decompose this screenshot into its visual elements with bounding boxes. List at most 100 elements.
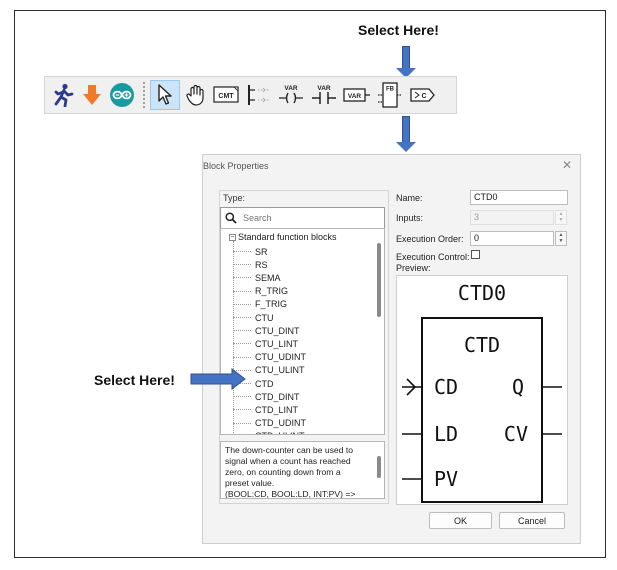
tree-item-ctd[interactable]: CTD [233, 377, 274, 390]
tree-item-label: CTU [255, 312, 274, 323]
tree-item-label: CTD_DINT [255, 391, 300, 402]
execution-order-spinner[interactable]: ▲▼ [555, 231, 567, 246]
tree-root-label: Standard function blocks [238, 232, 337, 242]
rising-edge-icon [406, 378, 417, 396]
tree-item-label: CTU_DINT [255, 325, 300, 336]
tree-item-label: CTU_LINT [255, 338, 299, 349]
middle-arrow-icon [396, 116, 416, 154]
tree-item-ctu_ulint[interactable]: CTU_ULINT [233, 364, 305, 377]
tree-connector [233, 356, 251, 358]
search-input[interactable]: Search [220, 207, 385, 229]
preview-label: Preview: [396, 263, 431, 273]
collapse-icon[interactable]: − [229, 233, 236, 241]
tree-item-ctu[interactable]: CTU [233, 311, 274, 324]
inputs-label: Inputs: [396, 213, 424, 223]
tree-item-label: R_TRIG [255, 286, 289, 297]
running-man-icon [54, 83, 74, 107]
transfer-button[interactable] [79, 80, 105, 110]
tree-item-label: CTD_ULINT [255, 431, 305, 434]
comment-button[interactable]: CMT [212, 80, 242, 110]
toolbar: CMT VAR VAR VAR FB [44, 76, 457, 114]
tree-item-ctd_ulint[interactable]: CTD_ULINT [233, 430, 305, 434]
tree-item-ctd_dint[interactable]: CTD_DINT [233, 390, 300, 403]
arduino-button[interactable] [108, 80, 136, 110]
description-box: The down-counter can be used to signal w… [220, 441, 385, 499]
figure-frame [14, 10, 606, 558]
tree-connector [233, 317, 251, 318]
tree-item-ctd_lint[interactable]: CTD_LINT [233, 403, 298, 416]
svg-text:C: C [421, 93, 426, 100]
execution-control-label: Execution Control: [396, 252, 470, 262]
tree-item-f_trig[interactable]: F_TRIG [233, 298, 287, 311]
tree-item-ctd_udint[interactable]: CTD_UDINT [233, 417, 306, 430]
description-line: signal when a count has reached [225, 456, 351, 466]
tree-item-ctu_lint[interactable]: CTU_LINT [233, 337, 298, 350]
inputs-spinner[interactable]: ▲▼ [555, 210, 567, 225]
run-button[interactable] [50, 80, 76, 110]
toolbar-grip [142, 81, 146, 109]
search-icon [225, 212, 237, 224]
power-rail-button[interactable] [245, 80, 273, 110]
execution-order-field[interactable]: 0 [470, 231, 554, 246]
cancel-button[interactable]: Cancel [499, 512, 565, 529]
arduino-infinity-icon [110, 83, 134, 107]
coil-button[interactable]: VAR [276, 80, 306, 110]
description-line: The down-counter can be used to [225, 445, 354, 455]
download-arrow-icon [83, 85, 101, 105]
description-line: zero, on counting down from a [225, 467, 341, 477]
function-block-icon: FB [378, 82, 402, 108]
tree-item-ctu_dint[interactable]: CTU_DINT [233, 324, 300, 337]
contact-icon: VAR [312, 85, 336, 104]
tree-connector [233, 422, 251, 424]
description-line: preset value. [225, 478, 275, 488]
tree-item-sema[interactable]: SEMA [233, 271, 281, 284]
execution-control-checkbox[interactable] [471, 250, 480, 259]
tree-item-label: SR [255, 246, 268, 257]
tree-item-label: CTD_UDINT [255, 418, 306, 429]
function-block-button[interactable]: FB [375, 80, 405, 110]
tree-item-label: SEMA [255, 272, 281, 283]
tree-item-sr[interactable]: SR [233, 245, 268, 258]
ok-button[interactable]: OK [429, 512, 492, 529]
tree-item-rs[interactable]: RS [233, 258, 268, 271]
input-pin-ld: LD [434, 422, 458, 446]
tree-item-label: F_TRIG [255, 299, 288, 310]
output-pin-cv: CV [504, 422, 528, 446]
tree-connector [233, 369, 251, 371]
inputs-field[interactable]: 3 [470, 210, 554, 225]
execution-order-label: Execution Order: [396, 234, 464, 244]
contact-button[interactable]: VAR [309, 80, 339, 110]
tree-connector [233, 264, 251, 266]
tree-connector [233, 330, 251, 332]
description-line: (BOOL:CD, BOOL:LD, INT:PV) => [225, 489, 356, 499]
select-button[interactable] [150, 80, 180, 110]
description-scrollbar-thumb[interactable] [377, 456, 381, 478]
tree-scrollbar-thumb[interactable] [377, 243, 381, 317]
svg-text:VAR: VAR [348, 93, 362, 100]
connection-button[interactable]: C [408, 80, 438, 110]
close-icon[interactable]: ✕ [561, 158, 572, 172]
top-caption: Select Here! [358, 22, 439, 38]
tree-item-label: CTU_ULINT [255, 365, 305, 376]
input-pin-cd: CD [434, 375, 458, 399]
tree-item-ctu_udint[interactable]: CTU_UDINT [233, 351, 306, 364]
tree-connector [233, 303, 251, 305]
top-arrow-icon [396, 46, 416, 78]
tree-item-label: CTD_LINT [255, 404, 299, 415]
block-properties-dialog: Block Properties ✕ Type: Search − Standa… [202, 154, 581, 544]
tree-item-r_trig[interactable]: R_TRIG [233, 285, 288, 298]
name-field[interactable]: CTD0 [470, 190, 568, 205]
coil-icon: VAR [279, 85, 303, 104]
variable-button[interactable]: VAR [342, 80, 372, 110]
tree-root[interactable]: − Standard function blocks [229, 232, 337, 242]
name-label: Name: [396, 193, 423, 203]
tree-connector [233, 277, 251, 279]
pan-button[interactable] [183, 80, 209, 110]
tree-item-label: CTD [255, 378, 274, 389]
preview-block-rect [421, 317, 543, 503]
tree-connector [233, 343, 251, 345]
search-placeholder: Search [243, 213, 272, 223]
tree-guide-line [233, 241, 234, 434]
preview-panel: CTD0 CTD CD Q LD CV PV [396, 275, 568, 505]
